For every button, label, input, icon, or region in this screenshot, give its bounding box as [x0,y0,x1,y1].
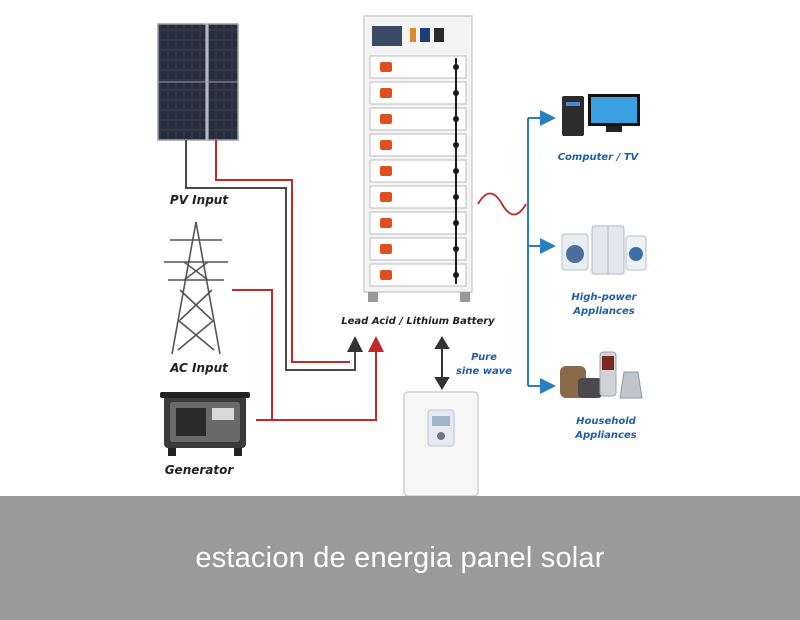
output-bus [527,110,556,394]
battery-inverter-link [434,336,450,390]
pv-input-label: PV Input [170,193,229,207]
high-power-label-line1: High-power [571,292,637,303]
household-label-line2: Appliances [574,430,636,441]
computer-tv-label: Computer / TV [558,152,640,163]
ac-input-label: AC Input [169,361,229,375]
sine-wave [477,192,527,216]
system-diagram: PV Input AC Input Generator Lead Acid / … [157,15,647,496]
generator-icon [160,392,250,456]
inverter-icon [403,391,479,496]
battery-label: Lead Acid / Lithium Battery [341,316,495,327]
household-appliances-icon [560,351,643,399]
solar-panel-icon [157,23,239,141]
pure-sine-label-line1: Pure [471,352,497,363]
high-power-label-line2: Appliances [572,306,634,317]
power-pylon-icon [164,221,228,355]
caption-text: estacion de energia panel solar [195,541,605,574]
pv-input-wires [185,140,363,371]
household-label-line1: Household [576,416,637,427]
appliances-icon [561,225,647,275]
pure-sine-label-line2: sine wave [456,366,512,377]
battery-rack-icon [363,15,473,302]
generator-label: Generator [165,463,235,477]
caption-bar: estacion de energia panel solar [0,496,800,620]
computer-tv-icon [562,94,640,136]
